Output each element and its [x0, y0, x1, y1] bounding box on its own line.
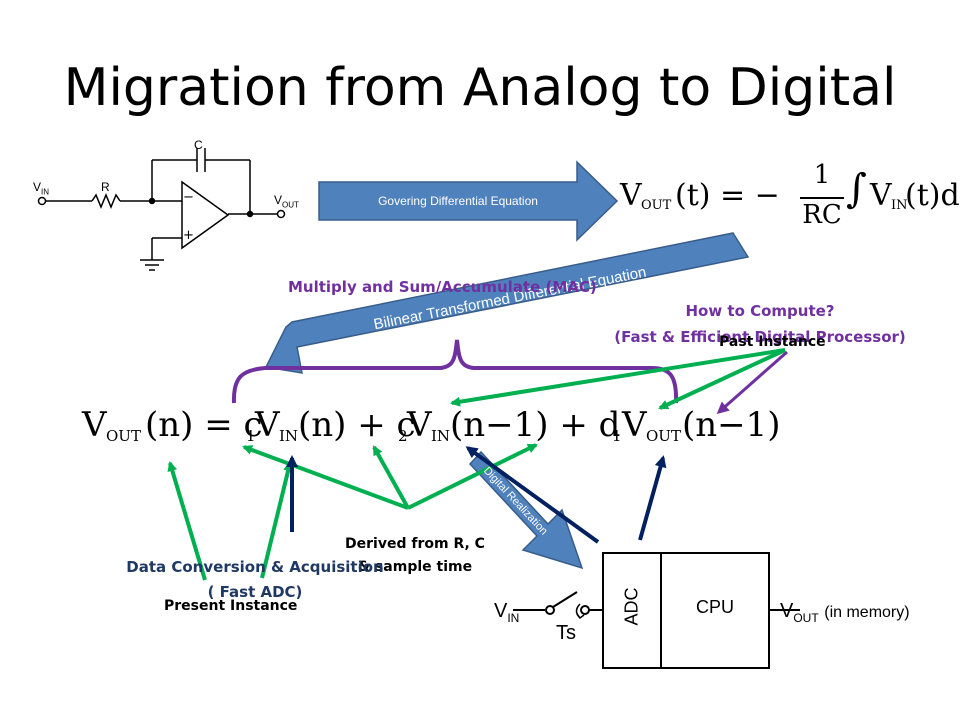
capacitor-label: C — [194, 138, 203, 152]
deq-part8: (n−1) — [682, 405, 781, 445]
ceq-integral: ∫ — [846, 166, 867, 212]
derived-line2: & sample time — [357, 559, 473, 575]
present-instance-label: Present Instance — [164, 598, 298, 614]
derived-line1: Derived from R, C — [345, 536, 485, 552]
circuit-vout: V — [274, 193, 283, 207]
data-conversion-line1: Data Conversion & Acquisition — [126, 558, 384, 576]
deq-vout: V — [82, 405, 107, 445]
circuit-vin: V — [33, 180, 42, 194]
deq-d1-sub: 1 — [612, 427, 622, 445]
past-instance-purple-arrow — [716, 350, 788, 414]
ceq-fraction-bar — [800, 197, 844, 199]
differential-equation-arrow — [318, 160, 619, 242]
ceq-denominator: RC — [802, 200, 842, 230]
deq-vin2: V — [407, 405, 432, 445]
ceq-lhs: V — [620, 178, 642, 213]
deq-vin2-sub: IN — [431, 427, 451, 445]
digital-realization-arrow — [468, 450, 584, 570]
mac-label: Multiply and Sum/Accumulate (MAC) — [288, 278, 597, 296]
how-to-compute-line2: (Fast & Efficient Digital Processor) — [614, 328, 906, 346]
slide-title: Migration from Analog to Digital — [63, 58, 897, 118]
opamp-minus: − — [183, 190, 194, 205]
deq-vin1-sub: IN — [279, 427, 299, 445]
discrete-equation: V OUT (n) = c 1 V IN (n) + c 2 V IN (n−1… — [82, 405, 781, 455]
ceq-rhs-arg: (t)dt — [905, 178, 960, 213]
ceq-rhs: V — [870, 178, 892, 213]
ceq-rhs-sub: IN — [891, 198, 908, 213]
opamp-plus: + — [183, 228, 194, 243]
cpu-label: CPU — [695, 597, 734, 617]
deq-part6: (n−1) + d — [450, 405, 621, 445]
deq-vout2-sub: OUT — [646, 427, 681, 445]
adc-label: ADC — [621, 587, 642, 626]
block-vin: V — [494, 600, 508, 622]
circuit-vout-label: VOUT — [274, 193, 299, 209]
block-vout-note: (in memory) — [824, 604, 910, 621]
integrator-circuit — [37, 148, 286, 271]
deq-c1-sub: 1 — [246, 427, 256, 445]
how-to-compute-label: How to Compute? (Fast & Efficient Digita… — [600, 298, 920, 350]
data-conversion-line2: ( Fast ADC) — [207, 583, 303, 601]
past-instance-label: Past Instance — [719, 334, 826, 350]
deq-part4: (n) + c — [298, 405, 416, 445]
block-vin-sub: IN — [507, 611, 520, 625]
block-vin-label: VIN — [494, 600, 519, 625]
deq-part2: (n) = c — [145, 405, 263, 445]
circuit-vin-sub: IN — [41, 187, 50, 197]
block-vout-label: VOUT (in memory) — [780, 600, 910, 625]
ts-label: Ts — [556, 622, 576, 644]
block-vout-sub: OUT — [793, 611, 819, 625]
deq-vout-sub: OUT — [106, 427, 141, 445]
adc-cpu-block-diagram — [513, 552, 800, 669]
ceq-lhs-arg: (t) = − — [675, 178, 780, 213]
differential-arrow-label: Govering Differential Equation — [378, 194, 538, 208]
continuous-equation: V OUT (t) = − 1 RC ∫ V IN (t)dt — [620, 160, 960, 240]
circuit-vout-sub: OUT — [282, 200, 299, 210]
green-arrows — [167, 348, 786, 581]
block-vout: V — [780, 600, 794, 622]
resistor-label: R — [101, 180, 110, 194]
deq-c2-sub: 2 — [398, 427, 408, 445]
circuit-vin-label: VIN — [33, 180, 49, 196]
navy-arrows — [286, 446, 667, 544]
derived-label: Derived from R, C & sample time — [335, 533, 495, 579]
ceq-numerator: 1 — [813, 160, 831, 190]
ceq-lhs-sub: OUT — [641, 198, 672, 213]
deq-vin1: V — [255, 405, 280, 445]
deq-vout2: V — [622, 405, 647, 445]
data-conversion-label: Data Conversion & Acquisition ( Fast ADC… — [110, 555, 400, 605]
how-to-compute-line1: How to Compute? — [685, 302, 835, 320]
